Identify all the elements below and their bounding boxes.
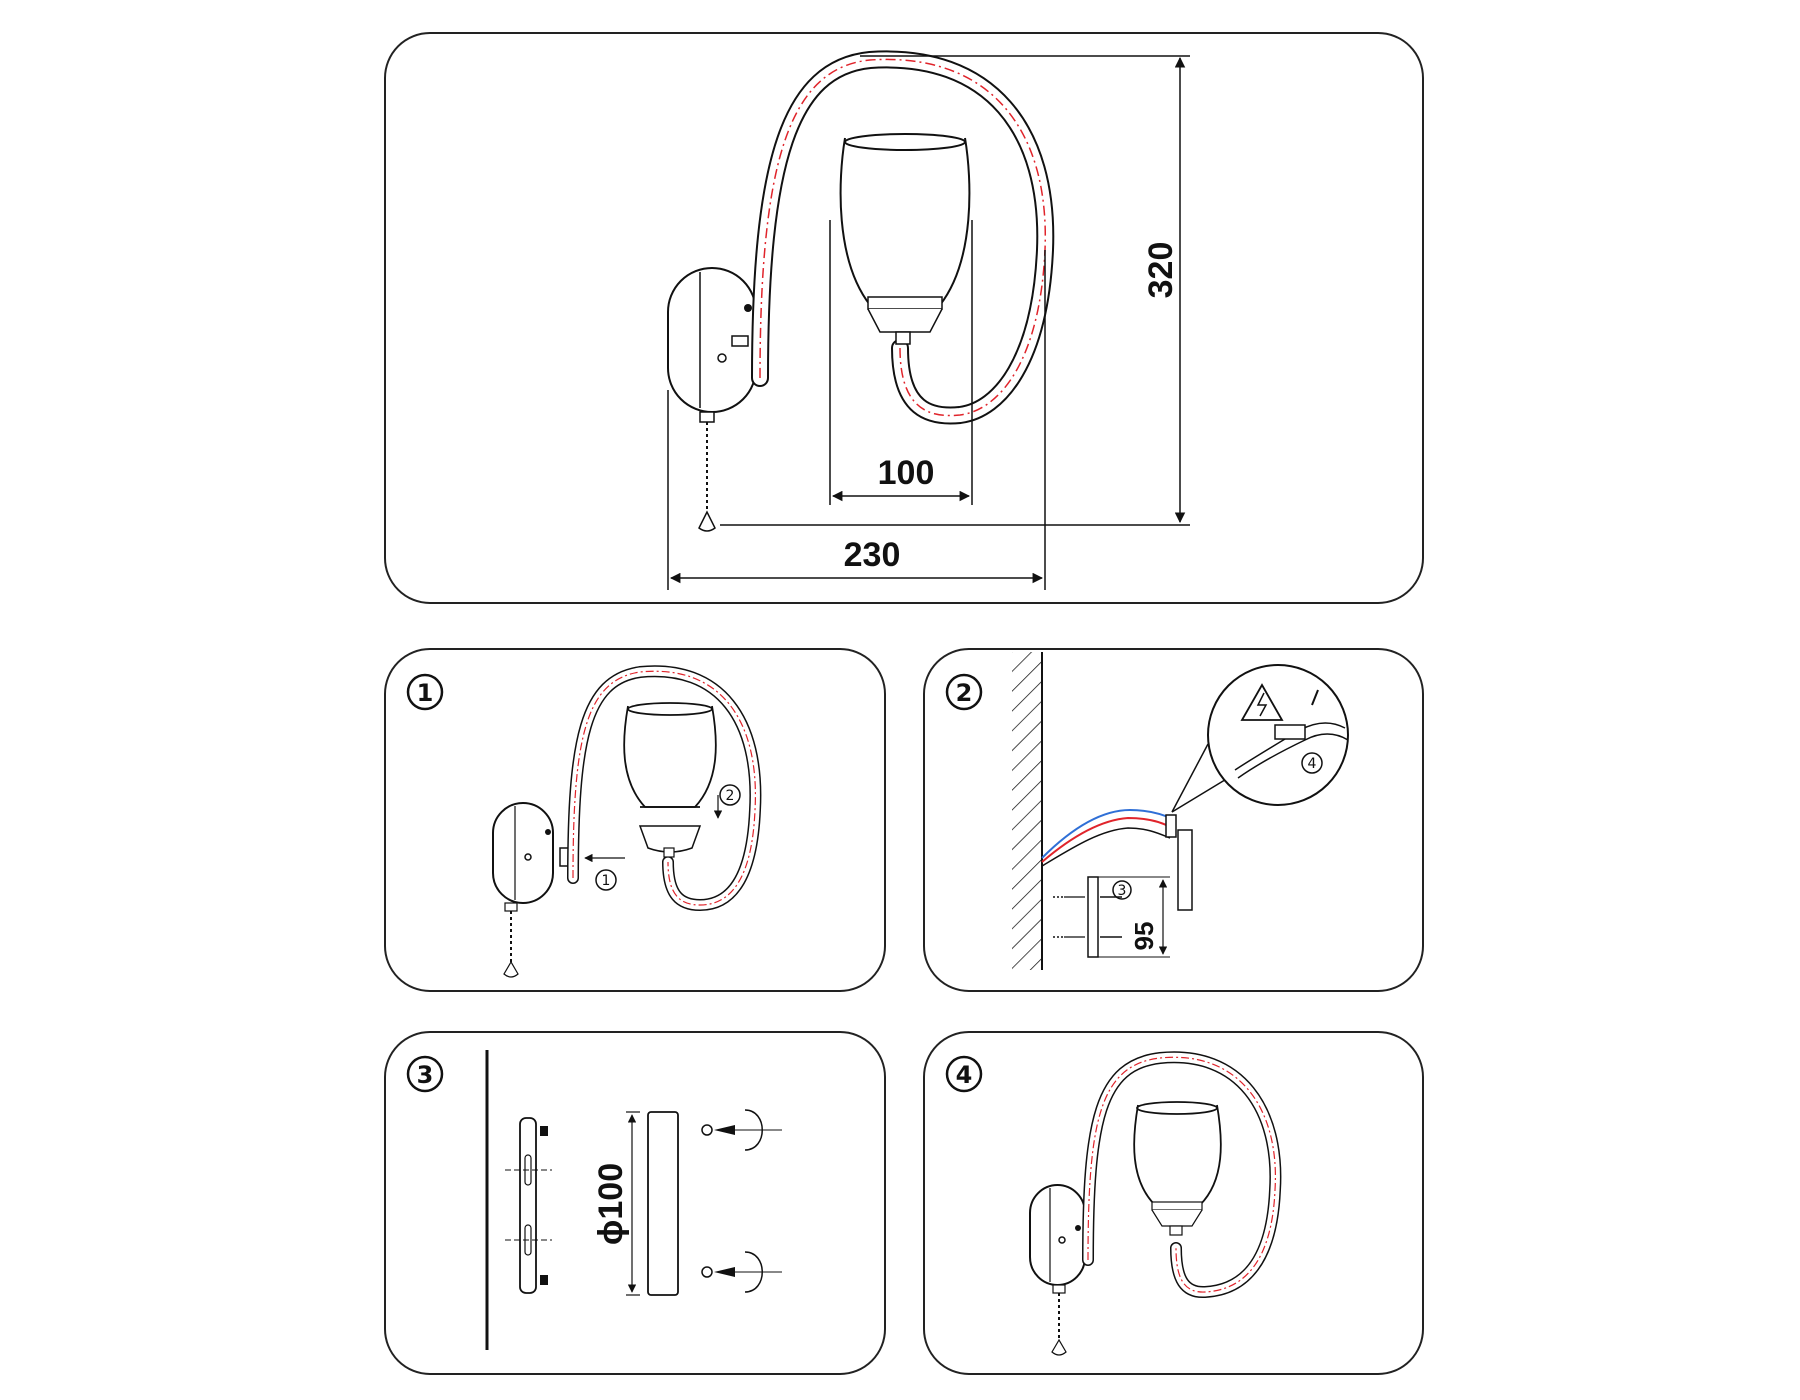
pull-chain xyxy=(1051,1284,1067,1356)
lamp-shade xyxy=(1133,1101,1222,1236)
warning-icon xyxy=(1240,683,1284,721)
lamp-arm xyxy=(751,50,1055,425)
dimension-lines xyxy=(667,55,1190,590)
step-2-number: 2 xyxy=(956,679,973,707)
screws xyxy=(701,1109,782,1293)
step-1-callout-1: 1 xyxy=(602,873,611,889)
wall-plate xyxy=(1029,1184,1086,1286)
step-1-panel: 1 2 1 xyxy=(384,648,886,992)
step-1-callout-2: 2 xyxy=(726,788,735,804)
ceiling-cup-side xyxy=(626,1111,679,1296)
step-3-number: 3 xyxy=(417,1061,434,1089)
lamp-shade xyxy=(623,702,717,808)
lamp-arm xyxy=(567,665,762,912)
dimension-width-label: 230 xyxy=(844,536,901,574)
dimension-height-label: 320 xyxy=(1142,242,1180,299)
dimension-shade-width-label: 100 xyxy=(878,454,935,492)
step-2-callout-4: 4 xyxy=(1308,756,1317,772)
shade-holder xyxy=(638,825,702,858)
wall-hatching xyxy=(1012,652,1043,970)
lamp-shade xyxy=(839,133,971,345)
step-3-diameter-label: ϕ100 xyxy=(592,1163,630,1245)
wall-plate xyxy=(492,802,575,904)
mounting-bracket xyxy=(505,1117,552,1294)
dimension-panel: 320 100 230 xyxy=(384,32,1424,604)
mounting-bracket xyxy=(1053,829,1193,958)
pull-chain xyxy=(503,902,519,978)
step-2-panel: 2 3 95 xyxy=(923,648,1424,992)
lamp-arm xyxy=(1082,1051,1282,1298)
step-4-number: 4 xyxy=(956,1061,973,1089)
step-1-number: 1 xyxy=(417,679,434,707)
wall-plate xyxy=(667,267,757,413)
pull-chain xyxy=(698,411,716,532)
step-3-panel: 3 ϕ100 xyxy=(384,1031,886,1375)
step-2-callout-3: 3 xyxy=(1118,883,1127,899)
detail-magnifier xyxy=(1171,664,1349,813)
step-4-panel: 4 xyxy=(923,1031,1424,1375)
supply-wires xyxy=(1041,808,1177,867)
step-2-spacing-label: 95 xyxy=(1129,922,1159,951)
